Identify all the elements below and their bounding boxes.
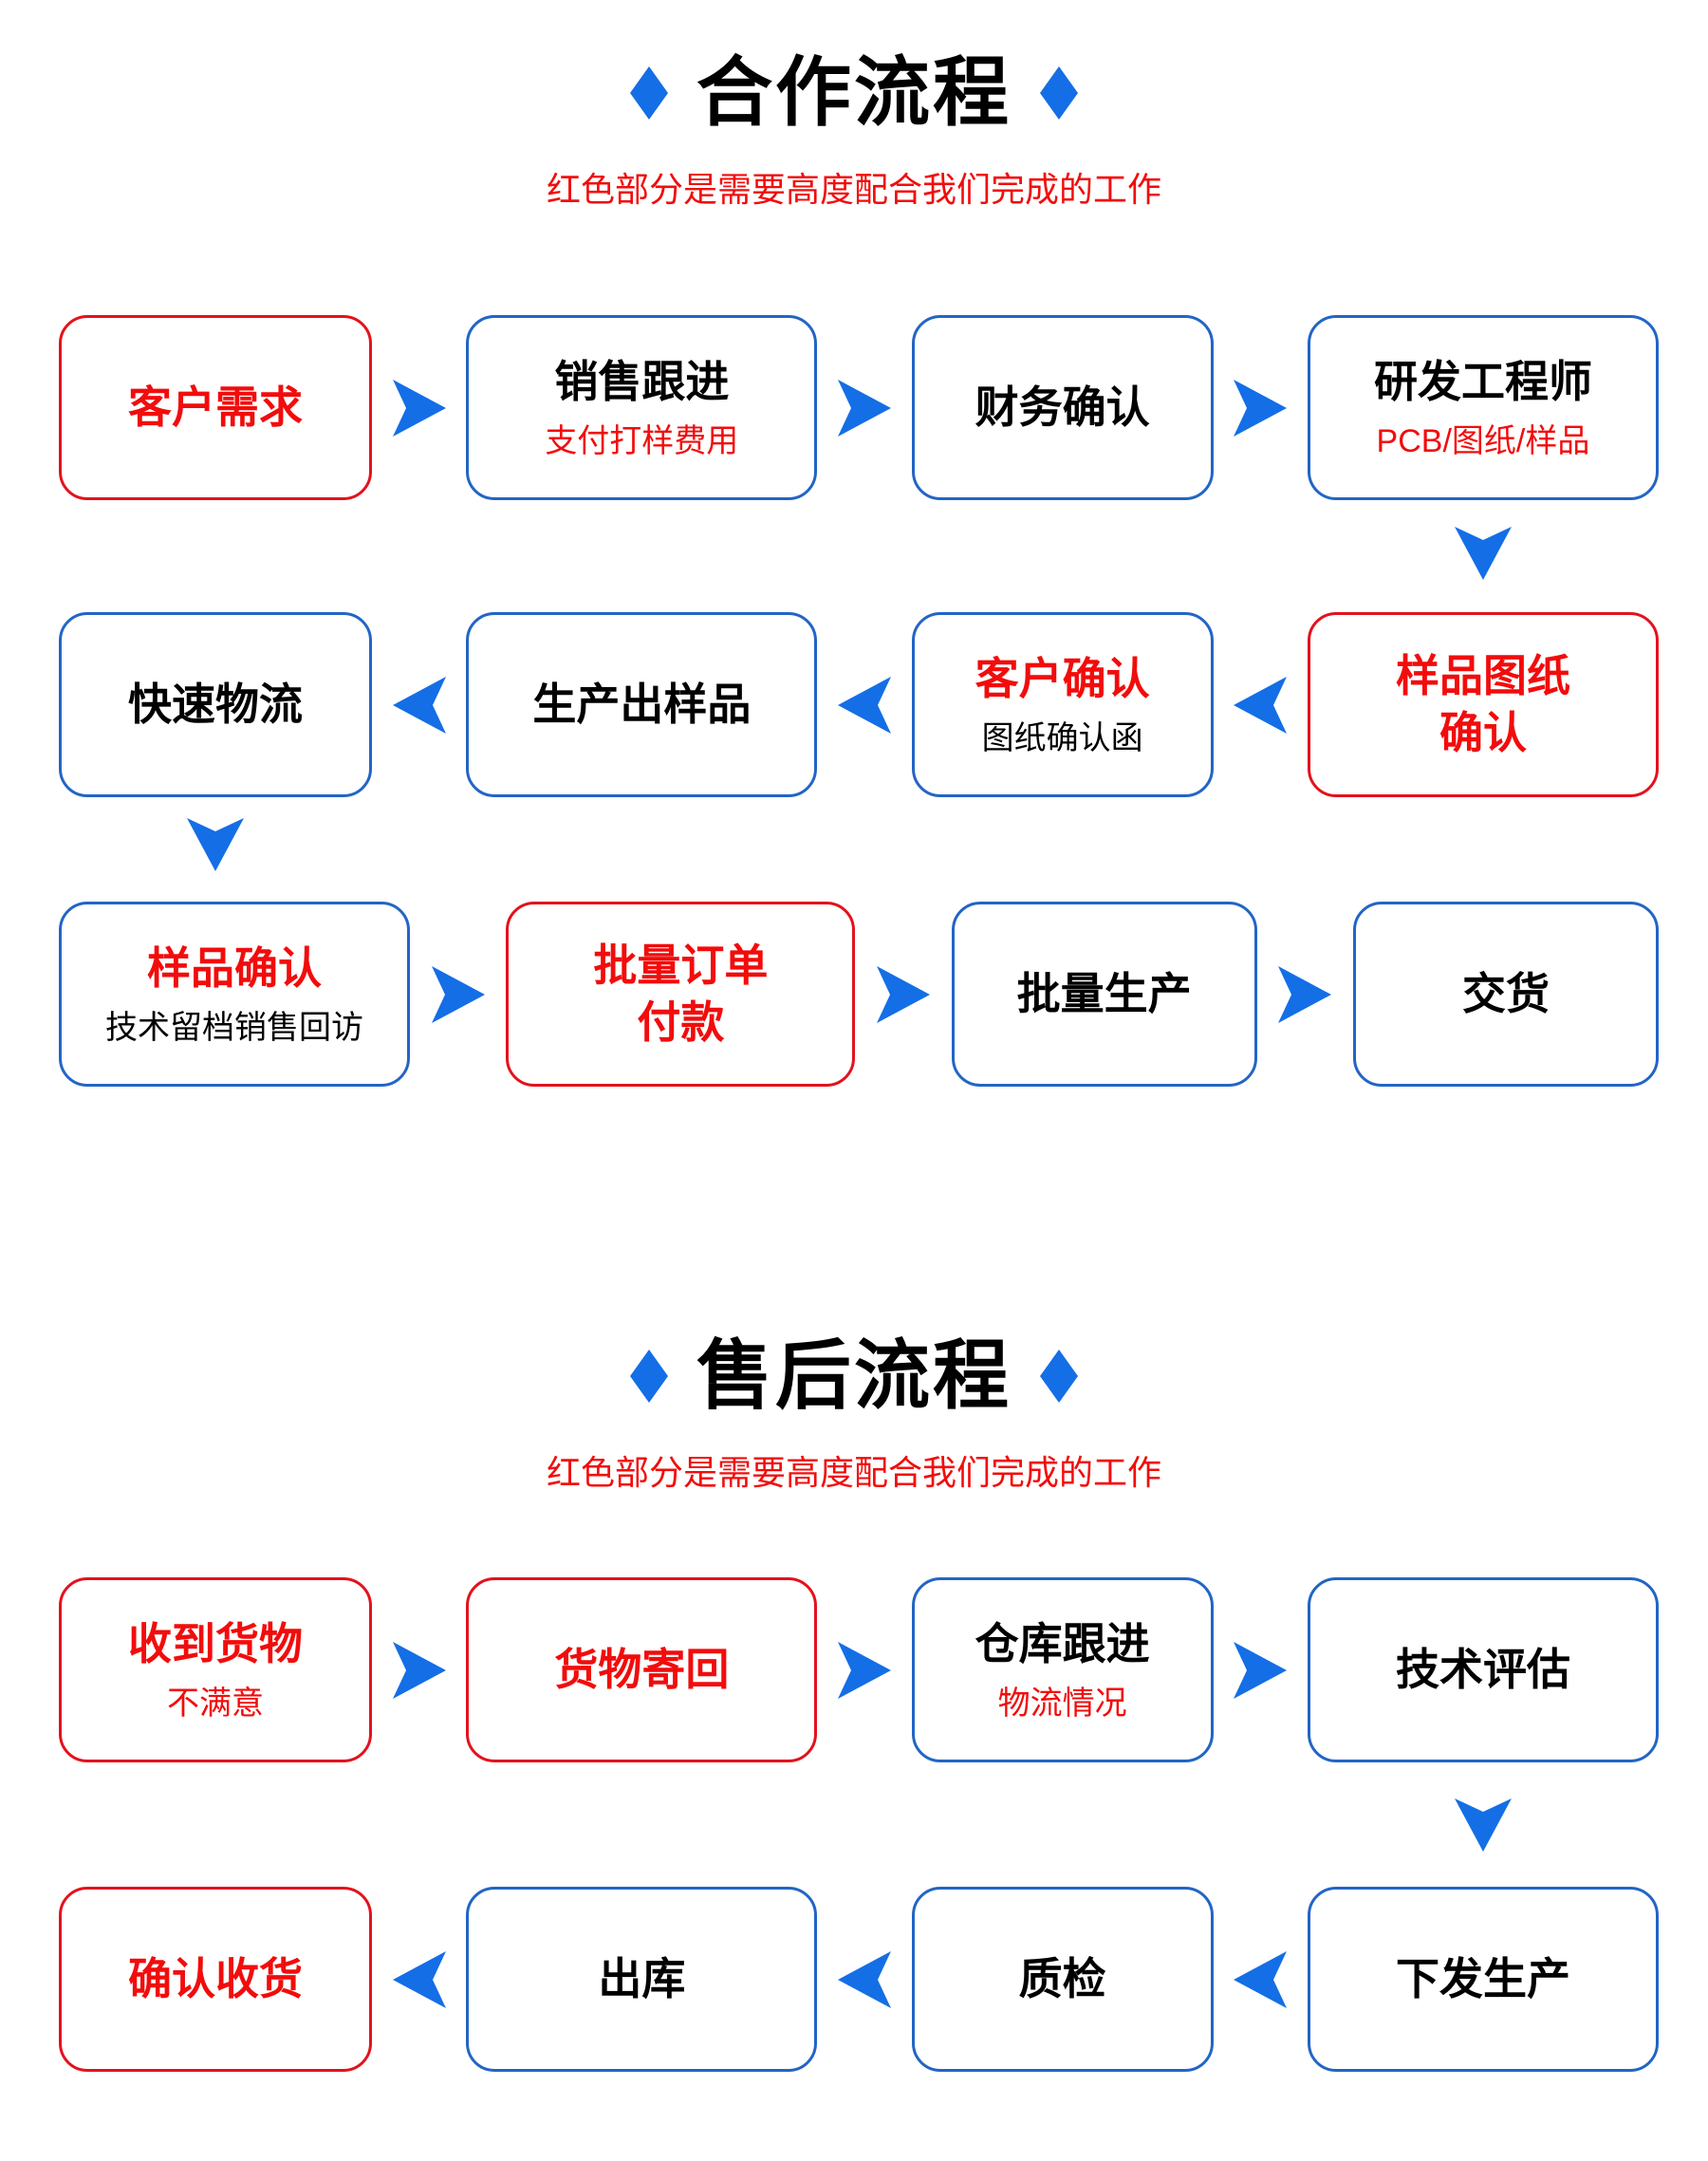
flow-box-bulk-production: 批量生产 bbox=[951, 902, 1257, 1087]
arrow-down-icon bbox=[187, 818, 244, 871]
flow-box-bulk-order-payment: 批量订单 付款 bbox=[506, 902, 856, 1087]
flow-box-customer-demand: 客户需求 bbox=[59, 315, 372, 500]
flow-box-produce-sample: 生产出样品 bbox=[466, 612, 818, 797]
flow-box-finance-confirm: 财务确认 bbox=[911, 315, 1214, 500]
flow-row-3: 样品确认 技术留档销售回访 批量订单 付款 批量生产 交货 bbox=[0, 902, 1708, 1087]
connector-down bbox=[0, 527, 1708, 580]
flow-box-title: 客户确认 bbox=[975, 654, 1150, 704]
flow-box-title: 货物寄回 bbox=[554, 1644, 730, 1694]
flow-row-2: 快速物流 生产出样品 客户确认 图纸确认函 样品图纸 确认 bbox=[0, 612, 1708, 797]
section-after-sales: 售后流程 红色部分是需要高度配合我们完成的工作 收到货物 不满意 货物寄回 仓库… bbox=[0, 1321, 1708, 2072]
flow-box-title: 仓库跟进 bbox=[975, 1619, 1150, 1669]
diamond-icon bbox=[1040, 65, 1078, 120]
section-title-row: 合作流程 bbox=[0, 38, 1708, 147]
arrow-right-icon bbox=[837, 379, 891, 437]
arrow-left-icon bbox=[392, 1950, 446, 2008]
arrow-right-icon bbox=[392, 1641, 446, 1699]
section-title: 售后流程 bbox=[696, 1332, 1012, 1418]
flow-box-receive-goods: 收到货物 不满意 bbox=[59, 1577, 372, 1762]
arrow-right-icon bbox=[1234, 1641, 1288, 1699]
flow-box-title: 确认收货 bbox=[128, 1953, 303, 2003]
flow-box-rd-engineer: 研发工程师 PCB/图纸/样品 bbox=[1307, 315, 1659, 500]
flow-box-sample-confirm: 样品确认 技术留档销售回访 bbox=[59, 902, 410, 1087]
flow-box-subtitle: PCB/图纸/样品 bbox=[1376, 423, 1590, 459]
arrow-right-icon bbox=[392, 379, 446, 437]
flow-row-4: 收到货物 不满意 货物寄回 仓库跟进 物流情况 技术评估 bbox=[0, 1577, 1708, 1762]
flow-box-customer-confirm: 客户确认 图纸确认函 bbox=[911, 612, 1214, 797]
flow-box-title: 销售跟进 bbox=[554, 357, 730, 407]
flow-box-title: 下发生产 bbox=[1395, 1953, 1570, 2003]
arrow-left-icon bbox=[1234, 1950, 1288, 2008]
flow-box-title: 样品图纸 确认 bbox=[1395, 650, 1570, 757]
arrow-right-icon bbox=[876, 965, 930, 1023]
flow-row-1: 客户需求 销售跟进 支付打样费用 财务确认 研发工程师 PCB/图纸/样品 bbox=[0, 315, 1708, 500]
flow-box-title: 快速物流 bbox=[128, 679, 303, 729]
flow-box-title: 样品确认 bbox=[147, 943, 322, 994]
section-subtitle: 红色部分是需要高度配合我们完成的工作 bbox=[546, 170, 1161, 209]
flow-row-5: 确认收货 出库 质检 下发生产 bbox=[0, 1887, 1708, 2072]
flow-box-subtitle: 支付打样费用 bbox=[545, 423, 739, 459]
flow-box-quality-inspection: 质检 bbox=[911, 1887, 1214, 2072]
section-title-row: 售后流程 bbox=[0, 1321, 1708, 1430]
flow-box-title: 客户需求 bbox=[128, 382, 303, 432]
flow-box-outbound: 出库 bbox=[466, 1887, 818, 2072]
flow-box-confirm-receipt: 确认收货 bbox=[59, 1887, 372, 2072]
flow-box-title: 交货 bbox=[1461, 968, 1550, 1018]
flow-box-sales-followup: 销售跟进 支付打样费用 bbox=[466, 315, 818, 500]
flow-box-title: 生产出样品 bbox=[532, 679, 752, 729]
flow-box-title: 收到货物 bbox=[128, 1619, 303, 1669]
flow-box-return-goods: 货物寄回 bbox=[466, 1577, 818, 1762]
section-cooperation: 合作流程 红色部分是需要高度配合我们完成的工作 客户需求 销售跟进 支付打样费用… bbox=[0, 38, 1708, 1087]
connector-down bbox=[0, 818, 1708, 871]
arrow-right-icon bbox=[1234, 379, 1288, 437]
flow-box-sample-drawing-confirm: 样品图纸 确认 bbox=[1307, 612, 1659, 797]
flow-box-warehouse-followup: 仓库跟进 物流情况 bbox=[911, 1577, 1214, 1762]
flow-box-title: 质检 bbox=[1018, 1953, 1106, 2003]
arrow-left-icon bbox=[392, 676, 446, 734]
diamond-icon bbox=[1040, 1349, 1078, 1403]
arrow-left-icon bbox=[837, 676, 891, 734]
flow-box-title: 批量订单 付款 bbox=[593, 940, 769, 1047]
flow-box-title: 财务确认 bbox=[975, 382, 1150, 432]
flow-box-subtitle: 技术留档销售回访 bbox=[105, 1010, 363, 1046]
flow-box-title: 批量生产 bbox=[1016, 968, 1192, 1018]
flow-box-fast-logistics: 快速物流 bbox=[59, 612, 372, 797]
diamond-icon bbox=[630, 65, 668, 120]
arrow-right-icon bbox=[837, 1641, 891, 1699]
diamond-icon bbox=[630, 1349, 668, 1403]
flow-box-title: 技术评估 bbox=[1395, 1644, 1570, 1694]
arrow-down-icon bbox=[1455, 527, 1512, 580]
section-subtitle: 红色部分是需要高度配合我们完成的工作 bbox=[546, 1453, 1161, 1492]
flow-box-title: 出库 bbox=[598, 1953, 686, 2003]
flow-box-delivery: 交货 bbox=[1352, 902, 1659, 1087]
connector-down bbox=[0, 1798, 1708, 1852]
arrow-left-icon bbox=[1234, 676, 1288, 734]
section-title: 合作流程 bbox=[696, 49, 1012, 135]
flow-box-issue-production: 下发生产 bbox=[1307, 1887, 1659, 2072]
arrow-right-icon bbox=[1278, 965, 1332, 1023]
flow-box-subtitle: 不满意 bbox=[167, 1686, 264, 1722]
flow-box-technical-evaluation: 技术评估 bbox=[1307, 1577, 1659, 1762]
flow-box-subtitle: 物流情况 bbox=[997, 1686, 1127, 1722]
arrow-down-icon bbox=[1455, 1798, 1512, 1852]
flow-box-title: 研发工程师 bbox=[1373, 357, 1592, 407]
arrow-right-icon bbox=[431, 965, 485, 1023]
arrow-left-icon bbox=[837, 1950, 891, 2008]
flow-box-subtitle: 图纸确认函 bbox=[981, 720, 1143, 756]
